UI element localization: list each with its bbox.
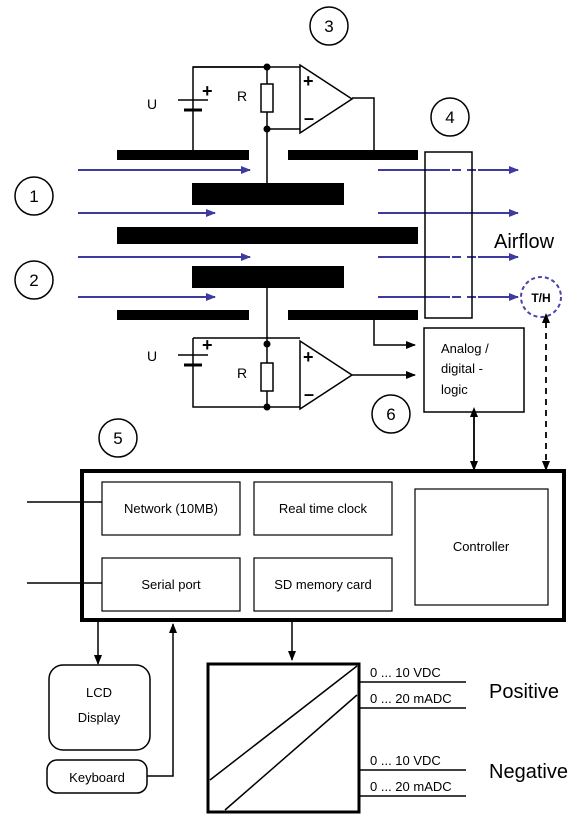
output-lines [359, 681, 466, 797]
svg-text:Display: Display [78, 710, 121, 725]
network-module: Network (10MB) [101, 481, 241, 536]
svg-text:Serial port: Serial port [141, 577, 201, 592]
keyboard-to-unit-arrow [147, 623, 177, 777]
negative-current-output: 0 ... 20 mADC [370, 779, 452, 794]
svg-text:Controller: Controller [453, 539, 510, 554]
negative-label: Negative [489, 761, 568, 783]
callout-3: 3 [309, 6, 349, 46]
svg-text:Real time clock: Real time clock [279, 501, 368, 516]
svg-text:LCD: LCD [86, 685, 112, 700]
svg-text:Network (10MB): Network (10MB) [124, 501, 218, 516]
upper-sensor-circuit [178, 63, 375, 188]
lower-resistor-label: R [237, 365, 247, 381]
upper-opamp-plus: + [303, 71, 314, 91]
lower-node-bottom [263, 403, 271, 411]
analog-digital-logic-box: Analog / digital - logic [423, 327, 525, 413]
svg-text:Keyboard: Keyboard [69, 770, 125, 785]
keyboard: Keyboard [46, 759, 148, 794]
lower-opamp-plus: + [303, 347, 314, 367]
upper-opamp-minus: – [304, 108, 314, 128]
sensor-plates [117, 150, 418, 320]
positive-current-output: 0 ... 20 mADC [370, 691, 452, 706]
lower-node-top [263, 340, 271, 348]
svg-text:logic: logic [441, 382, 468, 397]
callout-1: 1 [14, 176, 54, 216]
callout-5: 5 [98, 418, 138, 458]
svg-text:2: 2 [29, 271, 38, 290]
signal-converter [206, 662, 361, 814]
lower-sensor-circuit [178, 288, 416, 411]
upper-resistor-label: R [237, 88, 247, 104]
negative-voltage-output: 0 ... 10 VDC [370, 753, 441, 768]
callout-6: 6 [371, 394, 411, 434]
positive-voltage-output: 0 ... 10 VDC [370, 665, 441, 680]
flow-box [424, 151, 473, 319]
callout-2: 2 [14, 260, 54, 300]
lower-voltage-label: U [147, 348, 157, 364]
outflow-arrows [378, 166, 519, 301]
serial-module: Serial port [101, 557, 241, 612]
lower-opamp-minus: – [304, 384, 314, 404]
positive-label: Positive [489, 681, 559, 703]
svg-text:T/H: T/H [531, 291, 550, 305]
upper-node-mid [263, 125, 271, 133]
clock-module: Real time clock [253, 481, 393, 536]
upper-voltage-label: U [147, 96, 157, 112]
svg-text:SD memory card: SD memory card [274, 577, 372, 592]
svg-text:3: 3 [324, 17, 333, 36]
callout-4: 4 [430, 97, 470, 137]
inflow-arrows [78, 166, 251, 301]
airflow-label: Airflow [494, 231, 555, 253]
upper-battery-plus: + [202, 81, 213, 101]
svg-text:5: 5 [113, 429, 122, 448]
svg-text:6: 6 [386, 405, 395, 424]
lower-battery-plus: + [202, 335, 213, 355]
sd-module: SD memory card [253, 557, 393, 612]
upper-node-top [263, 63, 271, 71]
th-sensor: T/H [520, 276, 562, 318]
lcd-display: LCD Display [48, 664, 151, 751]
svg-text:1: 1 [29, 187, 38, 206]
svg-text:Analog /: Analog / [441, 341, 489, 356]
svg-text:digital -: digital - [441, 361, 483, 376]
controller-module: Controller [414, 488, 549, 606]
svg-text:4: 4 [445, 108, 454, 127]
